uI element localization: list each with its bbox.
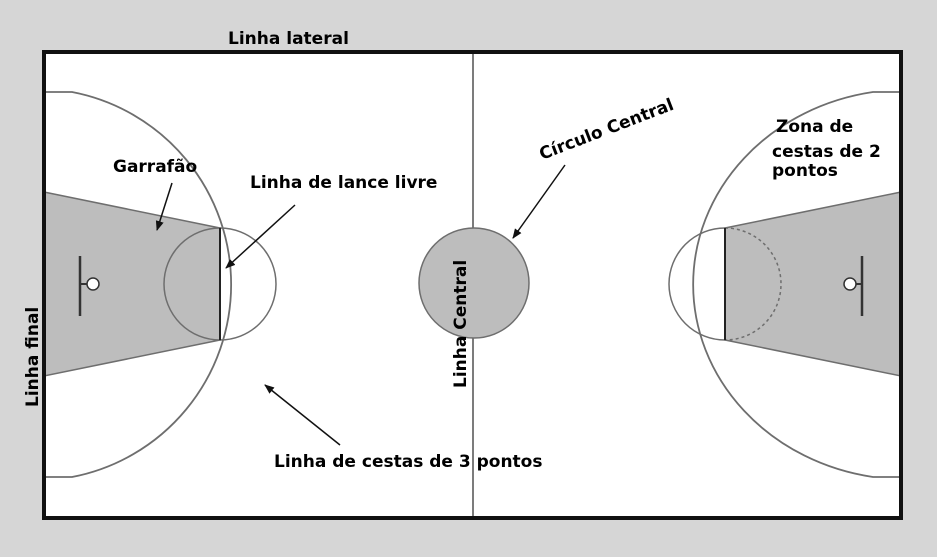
left-free-throw-circle bbox=[219, 227, 277, 341]
court-border bbox=[42, 50, 903, 520]
label-two-point-zone-line2: cestas de 2 bbox=[772, 142, 881, 162]
label-free-throw-line: Linha de lance livre bbox=[250, 173, 437, 193]
arrow-free-throw-line bbox=[225, 204, 296, 269]
label-baseline: Linha final bbox=[23, 307, 43, 407]
arrow-center-circle bbox=[512, 164, 566, 239]
arrow-key bbox=[155, 182, 173, 231]
left-free-throw-inner-half bbox=[163, 227, 221, 341]
label-two-point-zone-line3: pontos bbox=[772, 161, 838, 181]
label-sideline: Linha lateral bbox=[228, 29, 349, 49]
center-circle bbox=[418, 227, 530, 339]
label-center-line: Linha Central bbox=[451, 260, 471, 388]
label-two-point-zone-line1: Zona de bbox=[776, 117, 853, 137]
left-three-point-line bbox=[44, 91, 232, 478]
right-free-throw-circle-dashed bbox=[724, 227, 782, 341]
arrow-three-point-line bbox=[264, 384, 341, 446]
left-hoop-icon bbox=[86, 277, 100, 291]
label-three-point-line: Linha de cestas de 3 pontos bbox=[274, 452, 542, 472]
right-hoop-icon bbox=[843, 277, 857, 291]
right-three-point-line bbox=[692, 91, 901, 478]
label-key: Garrafão bbox=[113, 157, 197, 177]
